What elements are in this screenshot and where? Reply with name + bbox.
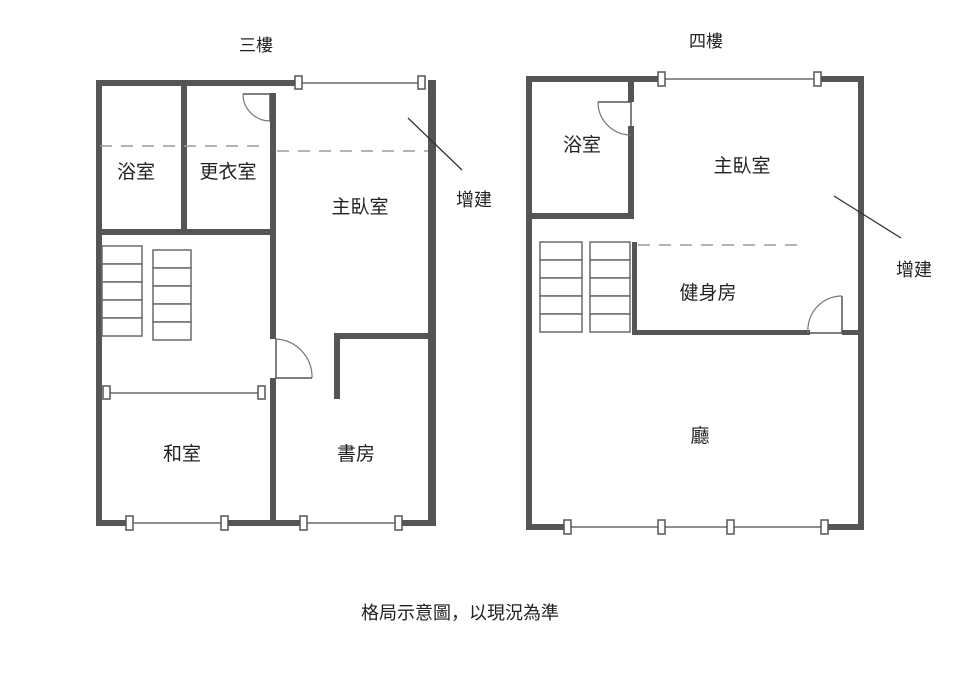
floor3-wall-left xyxy=(96,80,102,526)
floor3-stairs xyxy=(101,245,192,341)
floor3-wall-tatami-study xyxy=(270,378,276,526)
floor3-wall-bottom-a xyxy=(96,520,130,526)
floor3-wall-right xyxy=(428,80,436,526)
floor3-wall-top xyxy=(96,80,302,86)
floor4-label-bathroom: 浴室 xyxy=(563,134,601,156)
floor4-plan: 四樓 xyxy=(526,32,932,535)
floor4-gym-door xyxy=(807,295,843,334)
floor4-label-hall: 廳 xyxy=(690,425,709,447)
floor3-title: 三樓 xyxy=(239,36,273,56)
floor3-plan: 三樓 xyxy=(96,36,492,531)
floor4-extension-leader xyxy=(833,195,902,239)
floor4-wall-bottom-b xyxy=(824,524,864,530)
floor4-title: 四樓 xyxy=(689,32,723,52)
floor4-wall-left xyxy=(526,76,532,530)
floor4-wall-bath-right-top xyxy=(628,82,634,102)
floor3-label-extension: 增建 xyxy=(456,190,492,211)
floor4-wall-top-b xyxy=(816,76,864,82)
floor3-wall-bath-closet xyxy=(181,86,187,230)
floor4-label-gym: 健身房 xyxy=(679,282,736,304)
floor3-label-bathroom: 浴室 xyxy=(117,161,155,183)
floor3-wall-study-top xyxy=(334,333,434,339)
floor4-wall-bottom-a xyxy=(526,524,568,530)
floor3-label-study: 書房 xyxy=(337,443,375,465)
floor4-label-master-bedroom: 主臥室 xyxy=(713,155,770,177)
floor4-wall-bath-right xyxy=(628,126,634,218)
floor3-wall-study-stub xyxy=(334,333,340,399)
floor4-wall-gym-bottom-b xyxy=(842,330,862,335)
floor3-label-master-bedroom: 主臥室 xyxy=(331,196,388,218)
floor4-wall-gym-bottom xyxy=(632,330,810,335)
floor3-wall-bedroom-left xyxy=(270,93,276,339)
floor4-wall-gym-left xyxy=(632,242,637,334)
floor3-label-closet: 更衣室 xyxy=(199,161,256,183)
floor4-wall-right xyxy=(858,76,864,530)
floor3-closet-door xyxy=(242,93,271,122)
floor3-wall-bottom-c xyxy=(398,520,436,526)
floor4-wall-bath-bottom xyxy=(526,213,634,219)
floor3-label-tatami-room: 和室 xyxy=(163,443,201,465)
floor4-wall-top-a xyxy=(526,76,662,82)
floor4-label-extension: 增建 xyxy=(896,260,932,281)
caption: 格局示意圖，以現況為準 xyxy=(361,603,559,624)
floor3-wall-bottom-b xyxy=(224,520,304,526)
floor4-bathroom-door xyxy=(597,101,632,136)
floor4-stairs xyxy=(539,241,631,333)
floor3-extension-leader xyxy=(407,117,463,171)
floor3-wall-upper-rooms xyxy=(96,229,270,235)
floor3-bedroom-door xyxy=(275,338,313,379)
